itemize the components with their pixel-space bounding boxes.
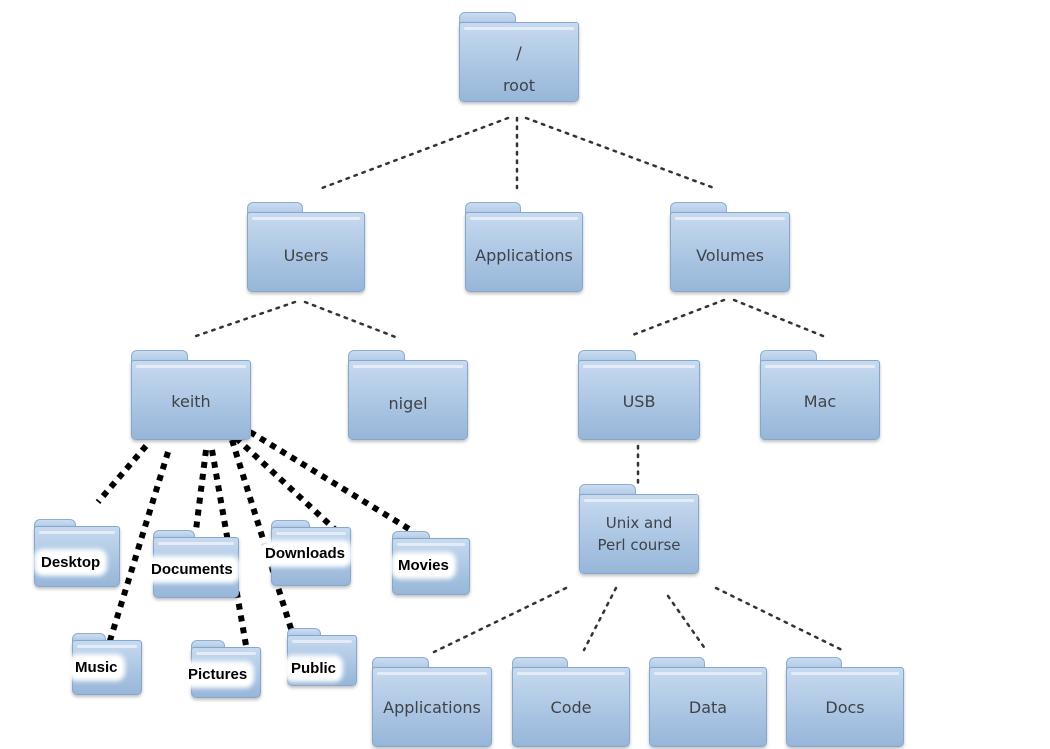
unix-perl-course-folder[interactable]: Unix and Perl course xyxy=(579,484,699,574)
mac-folder-label: Mac xyxy=(803,392,837,411)
keith-folder-label: keith xyxy=(171,392,211,411)
connector-root-users xyxy=(320,116,510,190)
volumes-folder[interactable]: Volumes xyxy=(670,202,790,292)
course-applications-folder-label: Applications xyxy=(383,698,481,717)
applications-folder-label: Applications xyxy=(475,246,573,265)
connector-lines xyxy=(95,116,844,681)
folder-tab xyxy=(392,531,430,542)
nigel-folder-label: nigel xyxy=(388,394,428,413)
folder-tab xyxy=(34,519,76,530)
connector-keith-public xyxy=(229,439,295,633)
connector-keith-desktop xyxy=(95,444,149,504)
connector-course-code xyxy=(582,586,618,652)
folder-body xyxy=(512,667,630,747)
movies-label: Movies xyxy=(395,556,452,575)
volumes-folder-label: Volumes xyxy=(696,246,764,265)
folder-body xyxy=(131,360,251,440)
folder-body xyxy=(459,22,579,102)
users-folder-label: Users xyxy=(283,246,329,265)
documents-label: Documents xyxy=(148,560,236,579)
folder-tab xyxy=(72,633,107,644)
code-folder[interactable]: Code xyxy=(512,657,630,747)
data-folder-label: Data xyxy=(688,698,728,717)
docs-folder[interactable]: Docs xyxy=(786,657,904,747)
folder-body xyxy=(649,667,767,747)
connector-root-volumes xyxy=(524,116,716,190)
folder-body xyxy=(465,212,583,292)
applications-folder[interactable]: Applications xyxy=(465,202,583,292)
course-folder-label-line1: Unix and xyxy=(605,514,673,532)
folder-tab xyxy=(191,640,226,651)
folder-body xyxy=(247,212,365,292)
connector-users-keith xyxy=(194,300,297,338)
users-folder[interactable]: Users xyxy=(247,202,365,292)
root-folder-symbol: / xyxy=(516,44,522,64)
public-label: Public xyxy=(288,659,340,678)
connector-volumes-usb xyxy=(628,298,726,338)
connector-keith-downloads xyxy=(233,435,345,539)
folder-tab xyxy=(271,520,310,531)
folder-tab xyxy=(153,530,195,541)
folder-body xyxy=(670,212,790,292)
connector-course-data xyxy=(666,594,708,652)
folder-body xyxy=(578,360,700,440)
docs-folder-label: Docs xyxy=(825,698,865,717)
desktop-label: Desktop xyxy=(38,553,104,572)
data-folder[interactable]: Data xyxy=(649,657,767,747)
nigel-folder[interactable]: nigel xyxy=(348,350,468,440)
connector-volumes-mac xyxy=(732,298,830,340)
folder-body xyxy=(579,494,699,574)
connector-keith-music xyxy=(101,451,171,661)
mac-folder[interactable]: Mac xyxy=(760,350,880,440)
connector-keith-documents xyxy=(193,449,209,531)
connector-keith-pictures xyxy=(209,449,255,681)
connector-keith-movies xyxy=(248,429,416,535)
keith-folder[interactable]: keith xyxy=(131,350,251,440)
usb-folder-label: USB xyxy=(622,392,656,411)
connector-course-applications xyxy=(432,586,568,654)
folder-body xyxy=(786,667,904,747)
folder-body xyxy=(760,360,880,440)
downloads-label: Downloads xyxy=(262,544,349,563)
connector-users-nigel xyxy=(303,300,400,340)
course-folder-label-line2: Perl course xyxy=(597,536,681,554)
pictures-label: Pictures xyxy=(185,665,251,684)
root-folder[interactable]: / root xyxy=(459,12,579,102)
music-label: Music xyxy=(72,658,121,677)
root-folder-label: root xyxy=(502,76,536,95)
usb-folder[interactable]: USB xyxy=(578,350,700,440)
folder-tab xyxy=(287,628,322,639)
code-folder-label: Code xyxy=(550,698,592,717)
folder-body xyxy=(348,360,468,440)
folder-body xyxy=(372,667,492,747)
connector-course-docs xyxy=(714,586,844,652)
course-applications-folder[interactable]: Applications xyxy=(372,657,492,747)
